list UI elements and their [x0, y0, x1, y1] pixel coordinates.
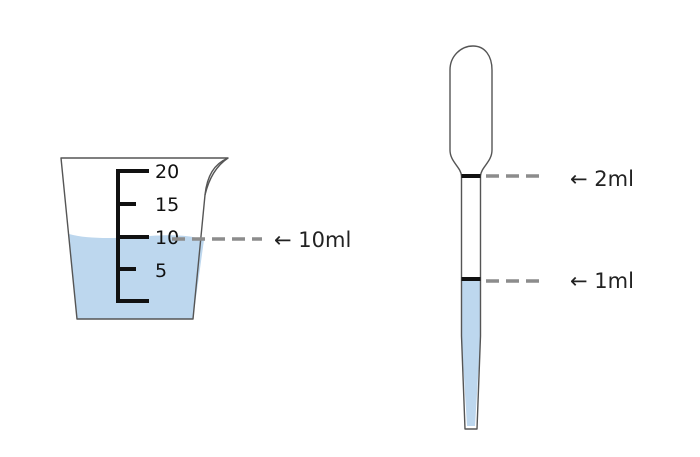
- beaker: 20 15 10 5 ← 10ml: [60, 157, 351, 320]
- pipette-liquid: [461, 281, 481, 426]
- scale-label-20: 20: [155, 161, 179, 183]
- scale-label-15: 15: [155, 194, 179, 216]
- beaker-scale: [116, 169, 149, 303]
- pipette: ← 2ml ← 1ml: [449, 45, 634, 430]
- beaker-liquid: [69, 234, 204, 319]
- pipette-outline: [449, 45, 493, 430]
- pipette-callout-2ml: ← 2ml: [570, 167, 634, 191]
- beaker-callout-label: ← 10ml: [274, 228, 351, 252]
- beaker-spout: [204, 157, 229, 196]
- pipette-callout-1ml: ← 1ml: [570, 269, 634, 293]
- scale-label-5: 5: [155, 260, 167, 282]
- scale-label-10: 10: [155, 227, 179, 249]
